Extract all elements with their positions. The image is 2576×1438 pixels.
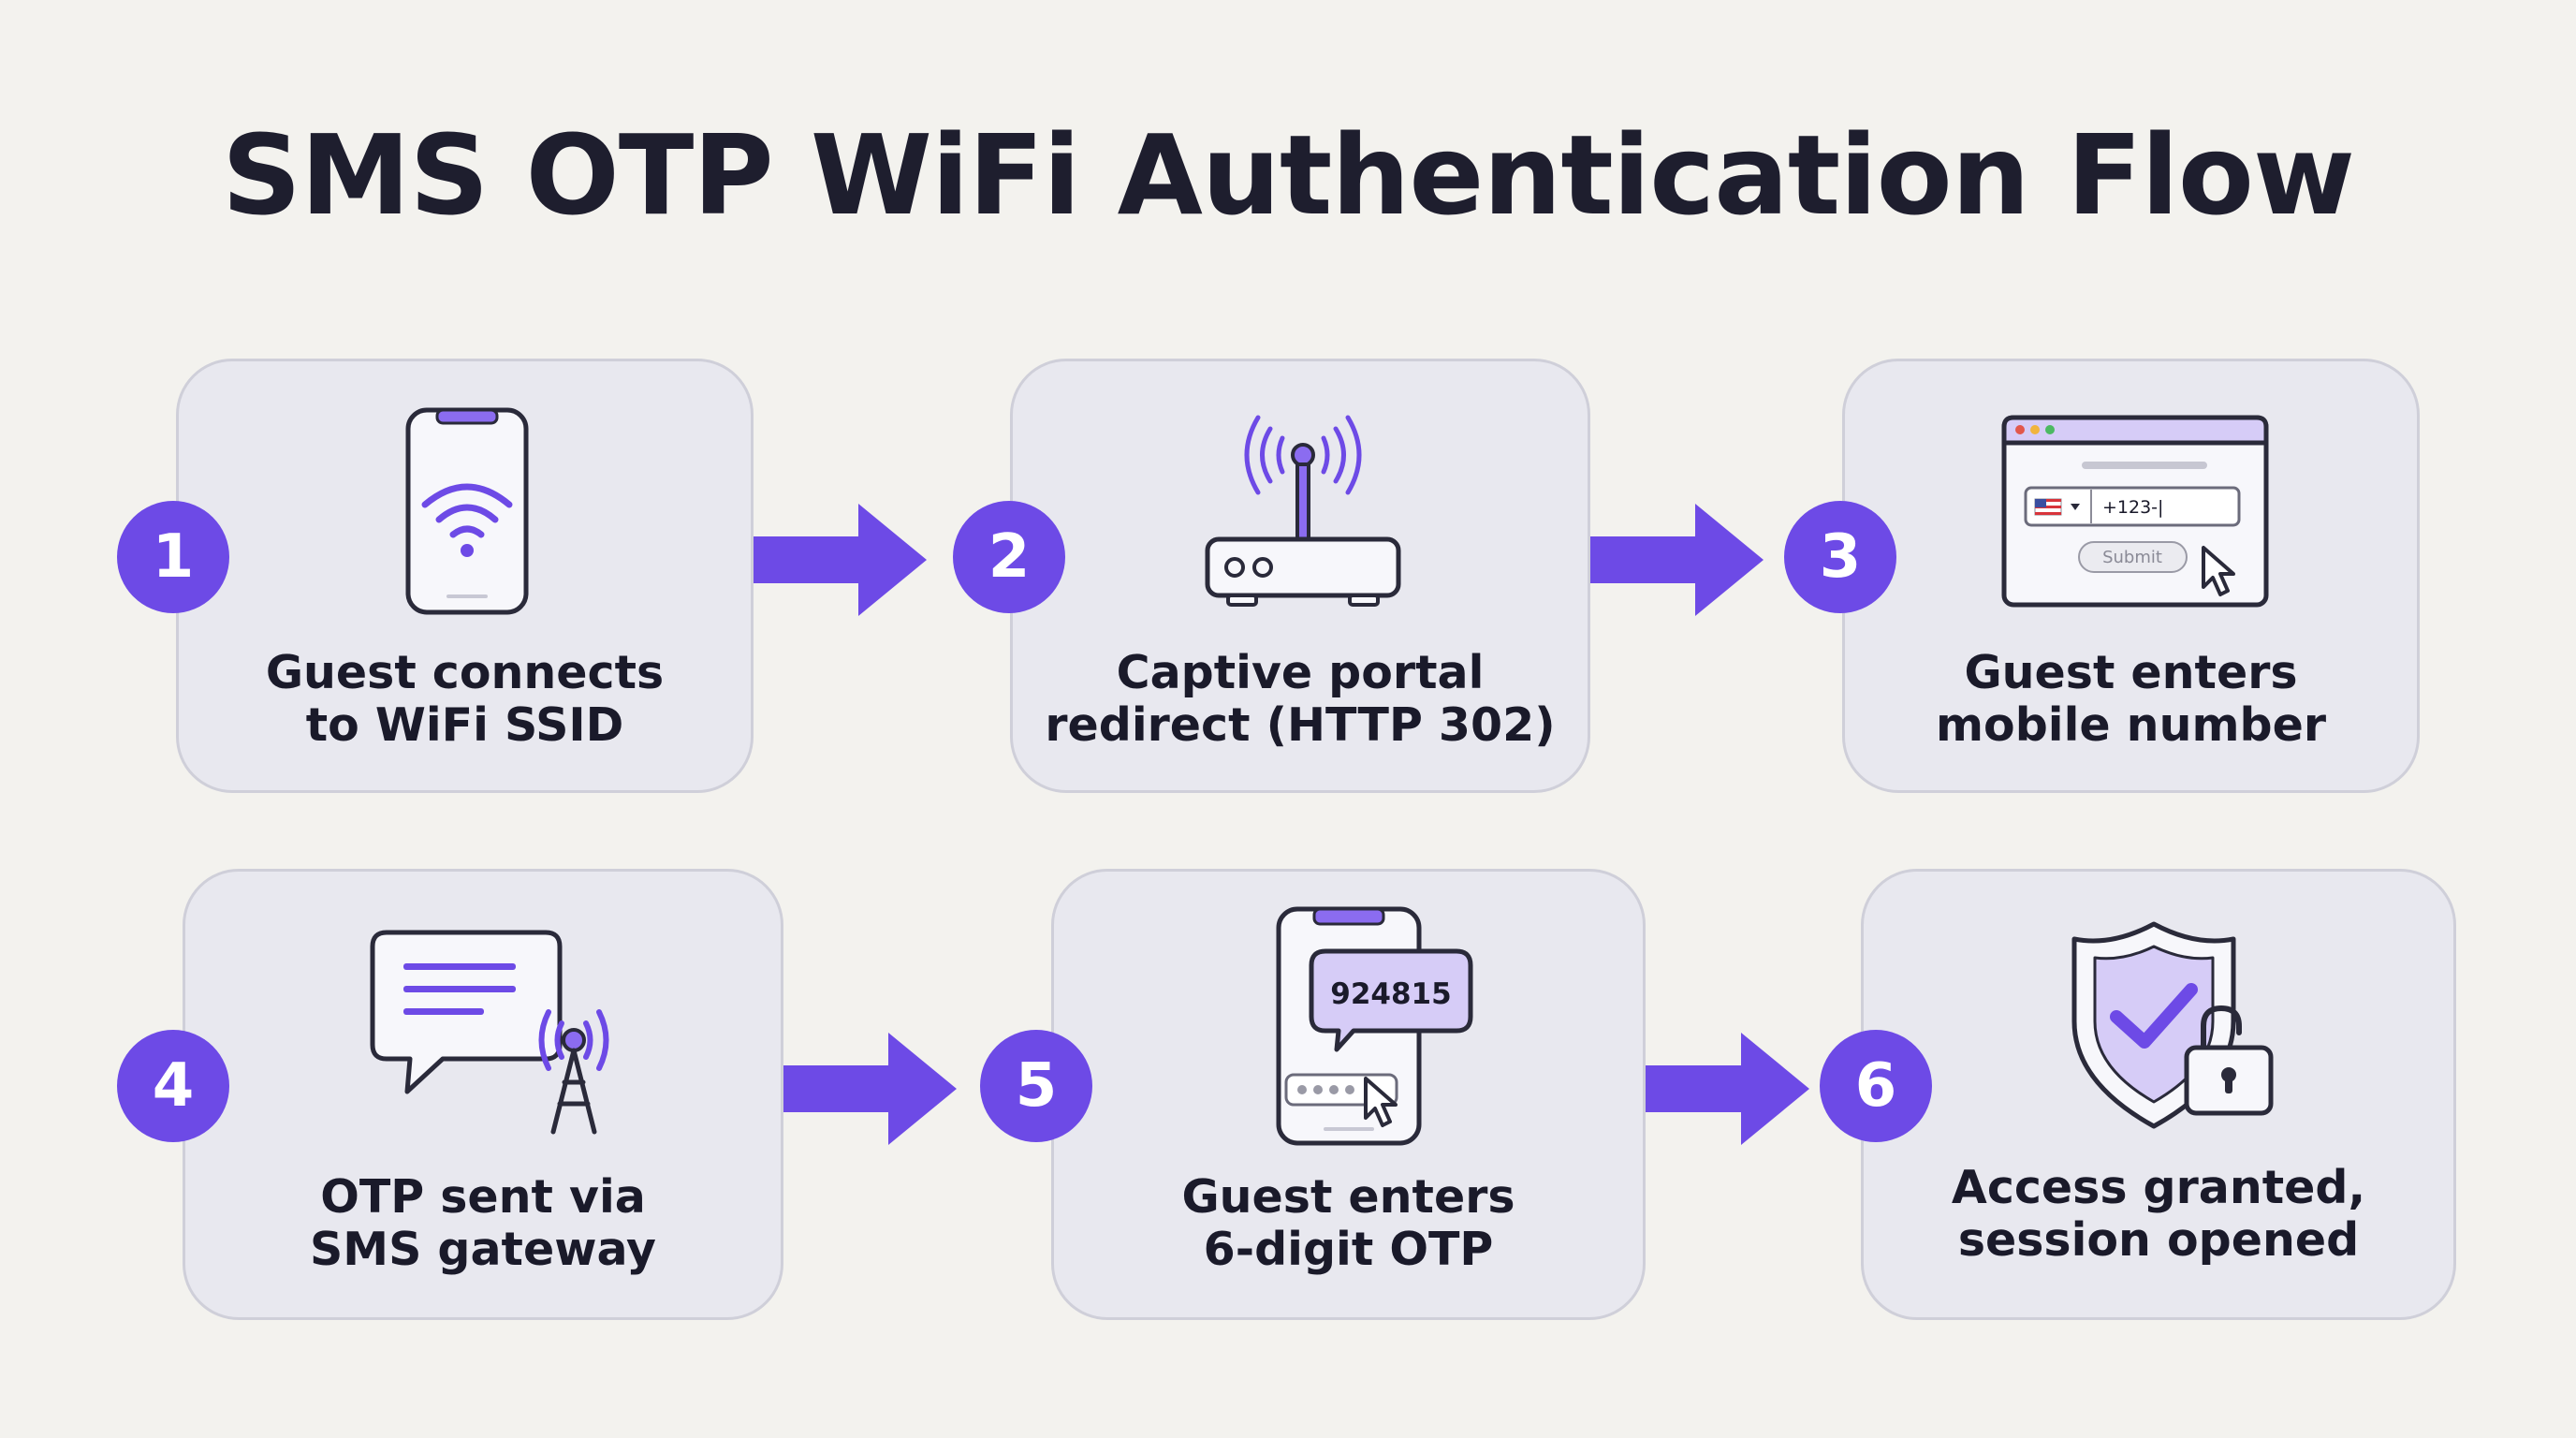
step-card-1: Guest connects to WiFi SSID bbox=[176, 359, 754, 793]
step-card-4: OTP sent via SMS gateway bbox=[183, 869, 783, 1320]
sms-tower-icon bbox=[370, 930, 609, 1135]
step-number-2: 2 bbox=[953, 501, 1065, 613]
arrow-right-icon bbox=[783, 1033, 957, 1145]
submit-button-label: Submit bbox=[2102, 548, 2162, 567]
step-label-6: Access granted, session opened bbox=[1951, 1161, 2366, 1267]
step-card-3: +123-| Submit Guest enters mobile number bbox=[1842, 359, 2420, 793]
arrow-right-icon bbox=[754, 504, 927, 616]
shield-unlock-icon bbox=[2071, 921, 2274, 1129]
step-card-5: 924815 Guest enters 6-digit OTP bbox=[1051, 869, 1646, 1320]
step-label-1: Guest connects to WiFi SSID bbox=[265, 646, 665, 752]
step-number-6: 6 bbox=[1820, 1030, 1932, 1142]
phone-input-value: +123-| bbox=[2102, 497, 2163, 518]
step-number-4: 4 bbox=[117, 1030, 229, 1142]
step-label-5: Guest enters 6-digit OTP bbox=[1181, 1170, 1515, 1276]
router-icon bbox=[1205, 415, 1401, 607]
step-card-2: Captive portal redirect (HTTP 302) bbox=[1010, 359, 1590, 793]
smartphone-wifi-icon bbox=[405, 407, 529, 615]
step-label-2: Captive portal redirect (HTTP 302) bbox=[1045, 646, 1556, 752]
browser-form-icon: +123-| Submit bbox=[2001, 415, 2269, 608]
step-label-3: Guest enters mobile number bbox=[1936, 646, 2326, 752]
step-number-3: 3 bbox=[1784, 501, 1896, 613]
arrow-right-icon bbox=[1646, 1033, 1809, 1145]
otp-code: 924815 bbox=[1330, 977, 1451, 1011]
step-card-6: Access granted, session opened bbox=[1861, 869, 2456, 1320]
page-title: SMS OTP WiFi Authentication Flow bbox=[222, 110, 2355, 240]
step-number-1: 1 bbox=[117, 501, 229, 613]
phone-otp-icon: 924815 bbox=[1276, 906, 1473, 1146]
arrow-right-icon bbox=[1590, 504, 1764, 616]
step-number-5: 5 bbox=[980, 1030, 1092, 1142]
step-label-4: OTP sent via SMS gateway bbox=[310, 1170, 656, 1276]
